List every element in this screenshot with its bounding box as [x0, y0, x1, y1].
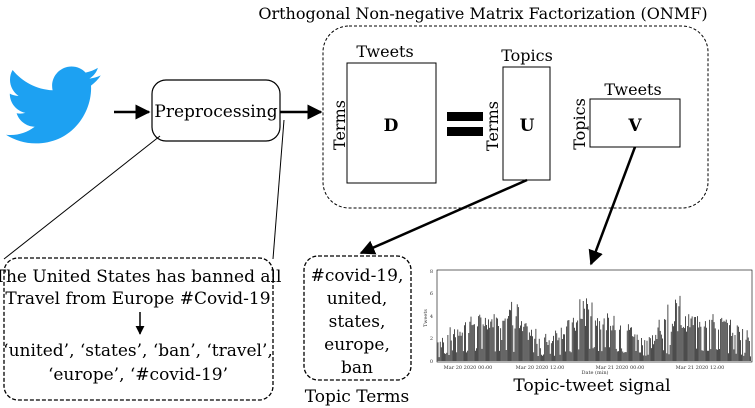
example-tokens-line1: ‘united’, ‘states’, ‘ban’, ‘travel’, — [3, 341, 273, 361]
matrix-d-letter: D — [384, 116, 399, 136]
preprocessing-box — [151, 79, 281, 142]
matrix-d-top-label: Tweets — [356, 42, 413, 61]
signal-ytick: 2 — [430, 336, 433, 342]
signal-xlabel: Date (min) — [581, 369, 608, 376]
matrix-v-side-label: Topics — [570, 98, 589, 150]
topic-tweet-signal-plot: Tweets 8 6 4 2 0 Mar 20 2020 00:00 Mar 2… — [423, 269, 753, 376]
onmf-title: Orthogonal Non-negative Matrix Factoriza… — [258, 4, 707, 23]
matrix-v-top-label: Tweets — [604, 80, 661, 99]
signal-bars — [437, 295, 751, 361]
matrix-u-side-label: Terms — [483, 101, 502, 151]
onmf-container — [322, 25, 709, 209]
matrix-u-top-label: Topics — [501, 46, 553, 65]
example-tweet-line1: The United States has banned all — [0, 267, 281, 287]
topic-term: united, — [327, 289, 388, 309]
topic-term: ban — [341, 358, 373, 378]
matrix-u-letter: U — [520, 116, 535, 136]
matrix-d-side-label: Terms — [330, 100, 349, 150]
signal-ytick: 6 — [430, 291, 433, 297]
example-tweet-line2: Travel from Europe #Covid-19 — [5, 289, 270, 309]
signal-ytick: 4 — [430, 314, 433, 320]
signal-ylabel: Tweets — [423, 309, 429, 327]
preprocessing-label: Preprocessing — [154, 102, 277, 122]
example-tokens-line2: ‘europe’, ‘#covid-19’ — [48, 365, 228, 385]
topic-term: europe, — [324, 335, 390, 355]
signal-xtick: Mar 20 2020 12:00 — [516, 365, 565, 371]
equals-sign — [447, 112, 483, 136]
signal-xtick: Mar 21 2020 00:00 — [596, 365, 645, 371]
signal-ytick: 0 — [430, 359, 433, 365]
matrix-v — [589, 98, 681, 148]
callout-line-left — [3, 135, 161, 260]
signal-xtick: Mar 20 2020 00:00 — [444, 365, 493, 371]
topic-terms-caption: Topic Terms — [305, 387, 410, 407]
twitter-bird-icon — [5, 66, 101, 144]
topic-term: states, — [329, 312, 386, 332]
arrow-v-to-signal — [588, 146, 637, 266]
topic-term: #covid-19, — [311, 266, 404, 286]
arrow-u-to-terms — [359, 178, 528, 255]
signal-caption: Topic-tweet signal — [513, 376, 670, 396]
signal-ytick: 8 — [430, 269, 433, 275]
matrix-u — [502, 66, 551, 181]
matrix-d — [346, 62, 437, 184]
topic-terms-box — [303, 255, 412, 381]
callout-line-right — [272, 119, 285, 260]
signal-xtick: Mar 21 2020 12:00 — [676, 365, 725, 371]
matrix-v-letter: V — [627, 116, 642, 136]
